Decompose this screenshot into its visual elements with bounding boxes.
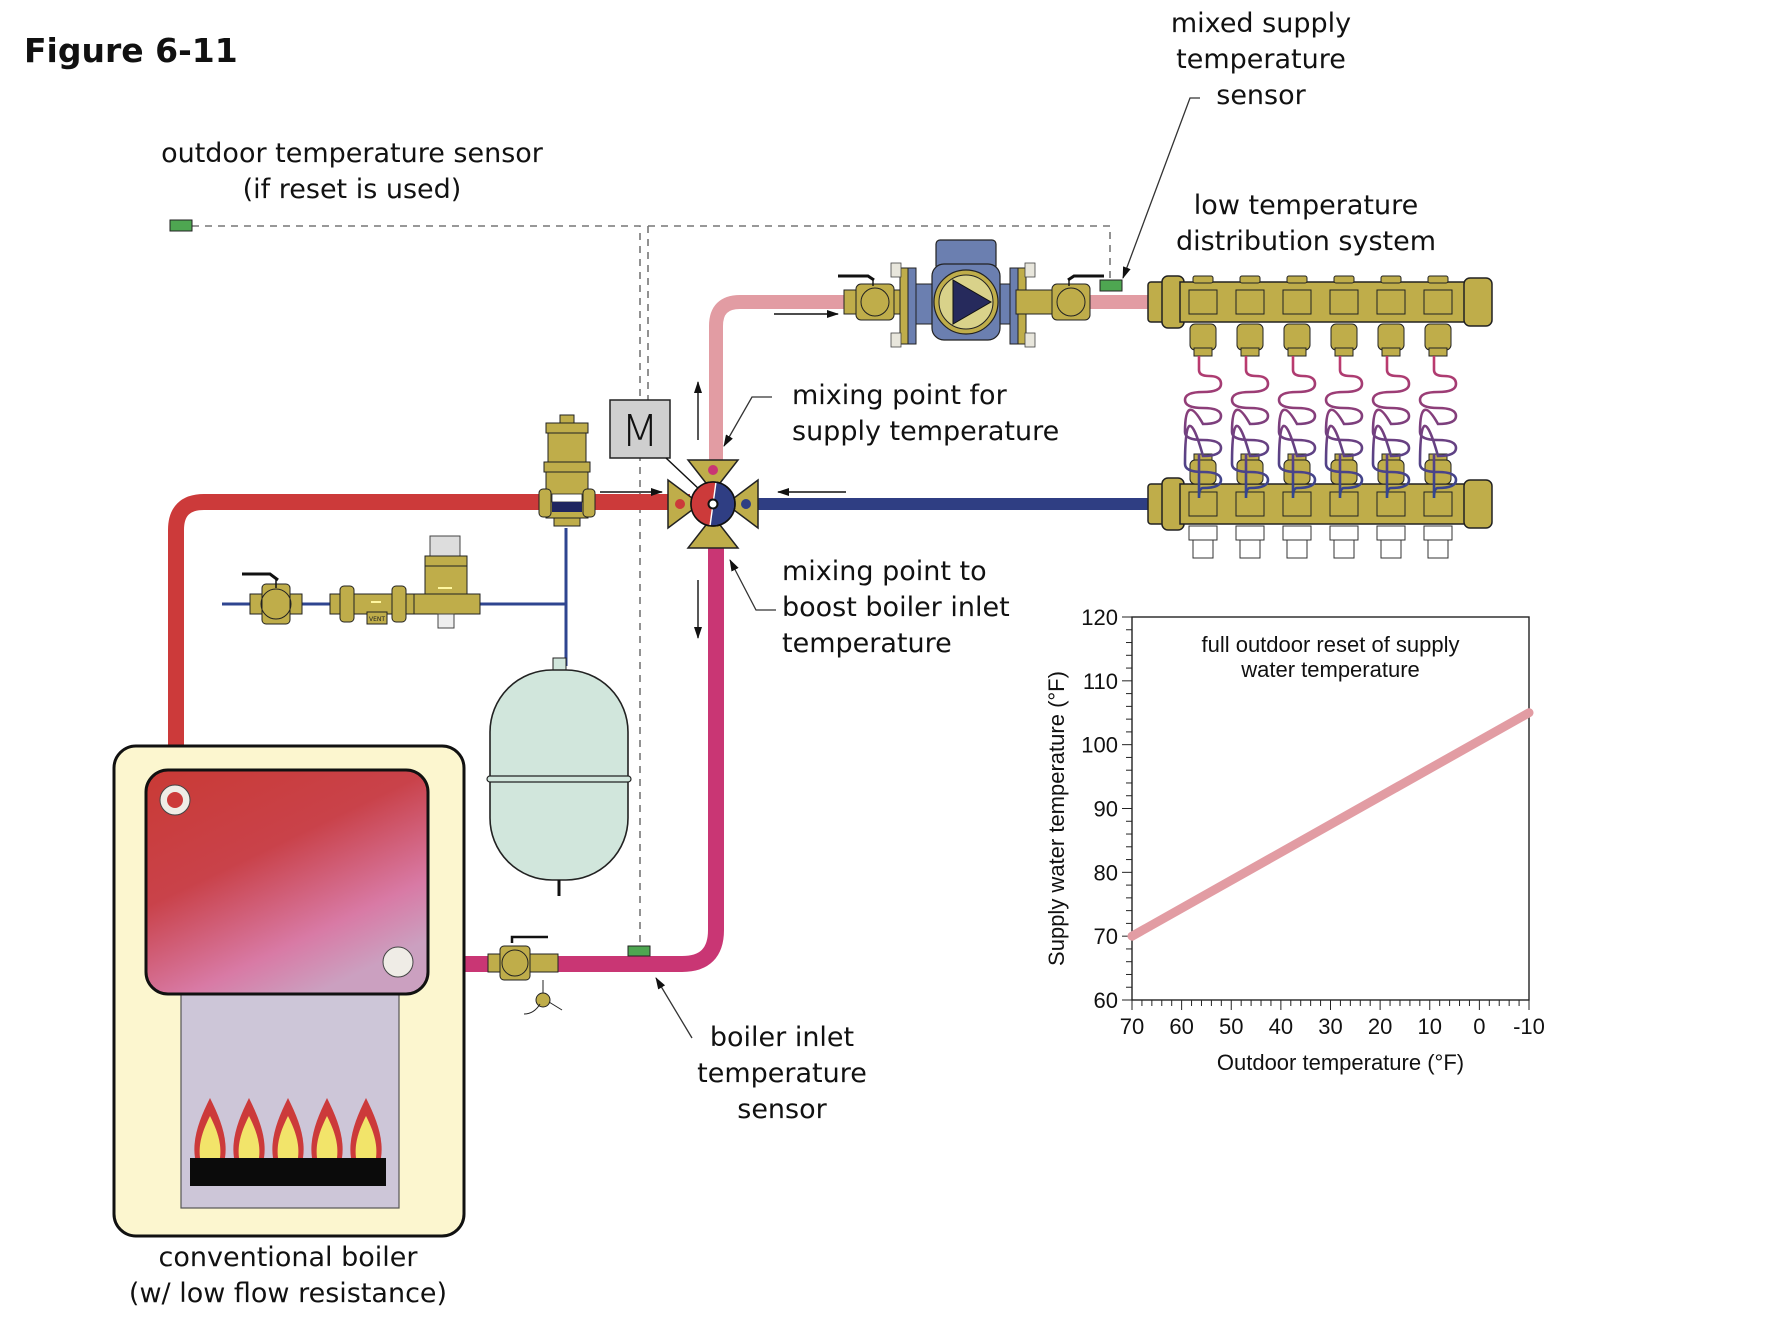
- svg-text:temperature: temperature: [697, 1058, 867, 1089]
- label-mixing-point-boiler: mixing point to boost boiler inlet tempe…: [729, 556, 1010, 659]
- y-tick-label: 80: [1094, 860, 1118, 885]
- x-tick-label: 60: [1169, 1014, 1193, 1039]
- svg-text:sensor: sensor: [1216, 80, 1306, 111]
- svg-text:sensor: sensor: [737, 1094, 827, 1125]
- heat-exchanger: [144, 768, 430, 996]
- return-port: [382, 946, 414, 978]
- boiler-return-pipe: [400, 530, 724, 972]
- label-mixing-point-supply: mixing point for supply temperature: [723, 380, 1059, 447]
- svg-text:outdoor temperature sensor: outdoor temperature sensor: [161, 138, 544, 169]
- circulator-pump: [838, 239, 1104, 348]
- boiler: [112, 744, 466, 1238]
- x-tick-label: 40: [1269, 1014, 1293, 1039]
- svg-text:mixing point to: mixing point to: [782, 556, 987, 587]
- mixing-valve: M: [609, 399, 759, 549]
- motor-label: M: [621, 406, 659, 457]
- x-tick-label: 10: [1418, 1014, 1442, 1039]
- radiant-loop: [1324, 356, 1364, 499]
- burner: [190, 1158, 386, 1186]
- figure-title: Figure 6-11: [24, 31, 238, 70]
- svg-text:distribution system: distribution system: [1176, 226, 1436, 257]
- y-tick-label: 100: [1081, 733, 1118, 758]
- burner-flames: [194, 1098, 382, 1158]
- label-distribution-system: low temperature distribution system: [1176, 190, 1436, 257]
- x-axis-label: Outdoor temperature (°F): [1217, 1050, 1464, 1075]
- x-tick-label: 20: [1368, 1014, 1392, 1039]
- piping: [168, 295, 1160, 972]
- y-axis-label: Supply water temperature (°F): [1044, 671, 1069, 966]
- svg-text:temperature: temperature: [1176, 44, 1346, 75]
- svg-text:mixed supply: mixed supply: [1171, 8, 1351, 39]
- y-tick-label: 70: [1094, 924, 1118, 949]
- expansion-tank: [486, 657, 632, 896]
- svg-text:(if reset is used): (if reset is used): [243, 174, 462, 205]
- y-tick-label: 120: [1081, 605, 1118, 630]
- chart-title-line-2: water temperature: [1240, 657, 1420, 682]
- makeup-water-assembly: VENT: [242, 535, 481, 629]
- svg-text:supply temperature: supply temperature: [792, 416, 1059, 447]
- y-tick-label: 110: [1083, 669, 1118, 694]
- svg-text:boost boiler inlet: boost boiler inlet: [782, 592, 1010, 623]
- label-boiler: conventional boiler (w/ low flow resista…: [129, 1242, 447, 1309]
- mixed-supply-pipe: [709, 295, 1160, 470]
- air-separator: [538, 414, 596, 527]
- svg-text:temperature: temperature: [782, 628, 952, 659]
- series-line-supply-temp: [1127, 708, 1534, 941]
- radiant-loop: [1277, 356, 1317, 499]
- radiant-loop: [1371, 356, 1411, 499]
- radiant-loop: [1183, 356, 1223, 499]
- y-tick-label: 60: [1094, 988, 1118, 1013]
- chart-title-line-1: full outdoor reset of supply: [1201, 632, 1459, 657]
- label-boiler-inlet-sensor: boiler inlet temperature sensor: [655, 977, 867, 1125]
- svg-text:low temperature: low temperature: [1194, 190, 1418, 221]
- y-tick-label: 90: [1094, 797, 1118, 822]
- x-tick-label: 50: [1219, 1014, 1243, 1039]
- x-axis-ticks: 70 60 50 40 30 20 10 0 -10: [1120, 1000, 1545, 1039]
- motor-actuator: [609, 399, 671, 459]
- radiant-loop: [1230, 356, 1270, 499]
- outdoor-sensor-wire: [192, 225, 641, 960]
- x-tick-label: 70: [1120, 1014, 1144, 1039]
- svg-text:mixing point for: mixing point for: [792, 380, 1008, 411]
- label-mixed-supply-sensor: mixed supply temperature sensor: [1122, 8, 1351, 279]
- supply-sensor-wire: [648, 225, 1111, 282]
- y-axis-ticks: 60 70 80 90 100 110 120: [1081, 605, 1132, 1013]
- flame-icon: [272, 1098, 304, 1158]
- flame-icon: [233, 1098, 265, 1158]
- flame-icon: [311, 1098, 343, 1158]
- boiler-inlet-temperature-sensor: [627, 945, 651, 957]
- outdoor-temperature-sensor: [169, 219, 193, 232]
- radiant-loop: [1418, 356, 1458, 499]
- label-outdoor-sensor: outdoor temperature sensor (if reset is …: [161, 138, 544, 205]
- vent-label: VENT: [369, 616, 385, 623]
- svg-text:boiler inlet: boiler inlet: [710, 1022, 854, 1053]
- distribution-manifolds: [1147, 275, 1493, 559]
- x-tick-label: 30: [1318, 1014, 1342, 1039]
- hot-supply-pipe: [168, 494, 690, 800]
- svg-text:(w/ low flow resistance): (w/ low flow resistance): [129, 1278, 447, 1309]
- flame-icon: [194, 1098, 226, 1158]
- svg-text:conventional boiler: conventional boiler: [159, 1242, 419, 1273]
- mixed-supply-temperature-sensor: [1099, 279, 1123, 292]
- return-manifold: [1147, 453, 1493, 559]
- supply-manifold: [1147, 275, 1493, 357]
- control-wiring: [192, 225, 1111, 960]
- boiler-drain-valve: [487, 935, 563, 1015]
- flow-arrows: [600, 310, 846, 639]
- x-tick-label: 0: [1473, 1014, 1485, 1039]
- flame-icon: [350, 1098, 382, 1158]
- x-tick-label: -10: [1513, 1014, 1545, 1039]
